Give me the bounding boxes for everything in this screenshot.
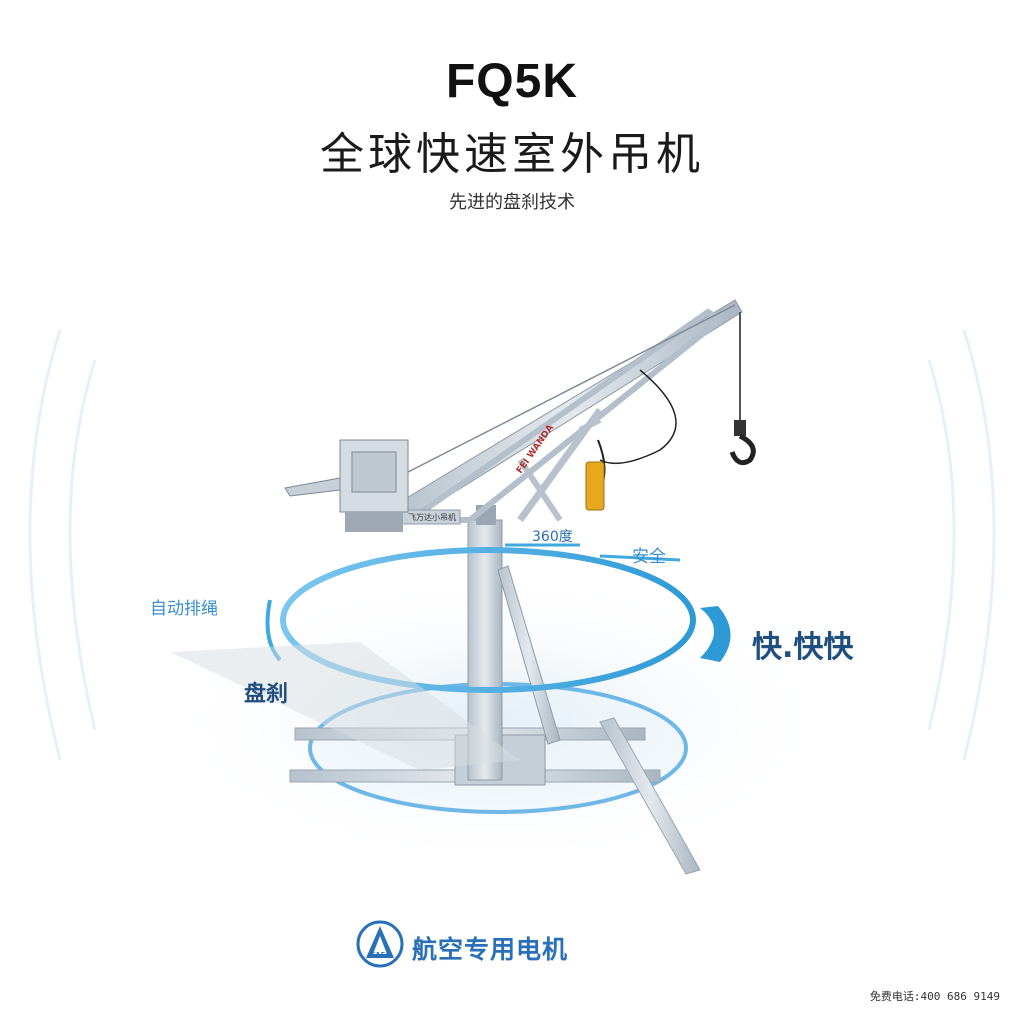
winch-housing — [284, 304, 736, 532]
hook-assembly — [585, 312, 756, 511]
page-title: 全球快速室外吊机 — [320, 129, 704, 180]
feature-auto-rope: 自动排绳 — [150, 599, 218, 619]
feature-speed: 快.快快 — [752, 630, 854, 665]
upper-ring — [280, 547, 696, 693]
logo-text: CASC — [370, 951, 391, 959]
page-subtitle: 先进的盘刹技术 — [449, 192, 575, 213]
casc-logo: CASC — [356, 920, 404, 968]
feature-rotation: 360度 — [532, 529, 573, 545]
feature-safety: 安全 — [632, 547, 666, 567]
hotline: 免费电话:400 686 9149 — [869, 990, 1000, 1003]
feature-disc-brake: 盘刹 — [244, 682, 289, 707]
casc-logo-icon — [356, 920, 404, 968]
decorative-arcs — [28, 329, 996, 761]
crane-boom — [394, 299, 743, 525]
model-number: FQ5K — [445, 55, 578, 108]
brand-slogan: 航空专用电机 — [412, 935, 569, 964]
plate-label: 飞万达小吊机 — [408, 513, 456, 522]
ring-tab — [700, 606, 731, 662]
